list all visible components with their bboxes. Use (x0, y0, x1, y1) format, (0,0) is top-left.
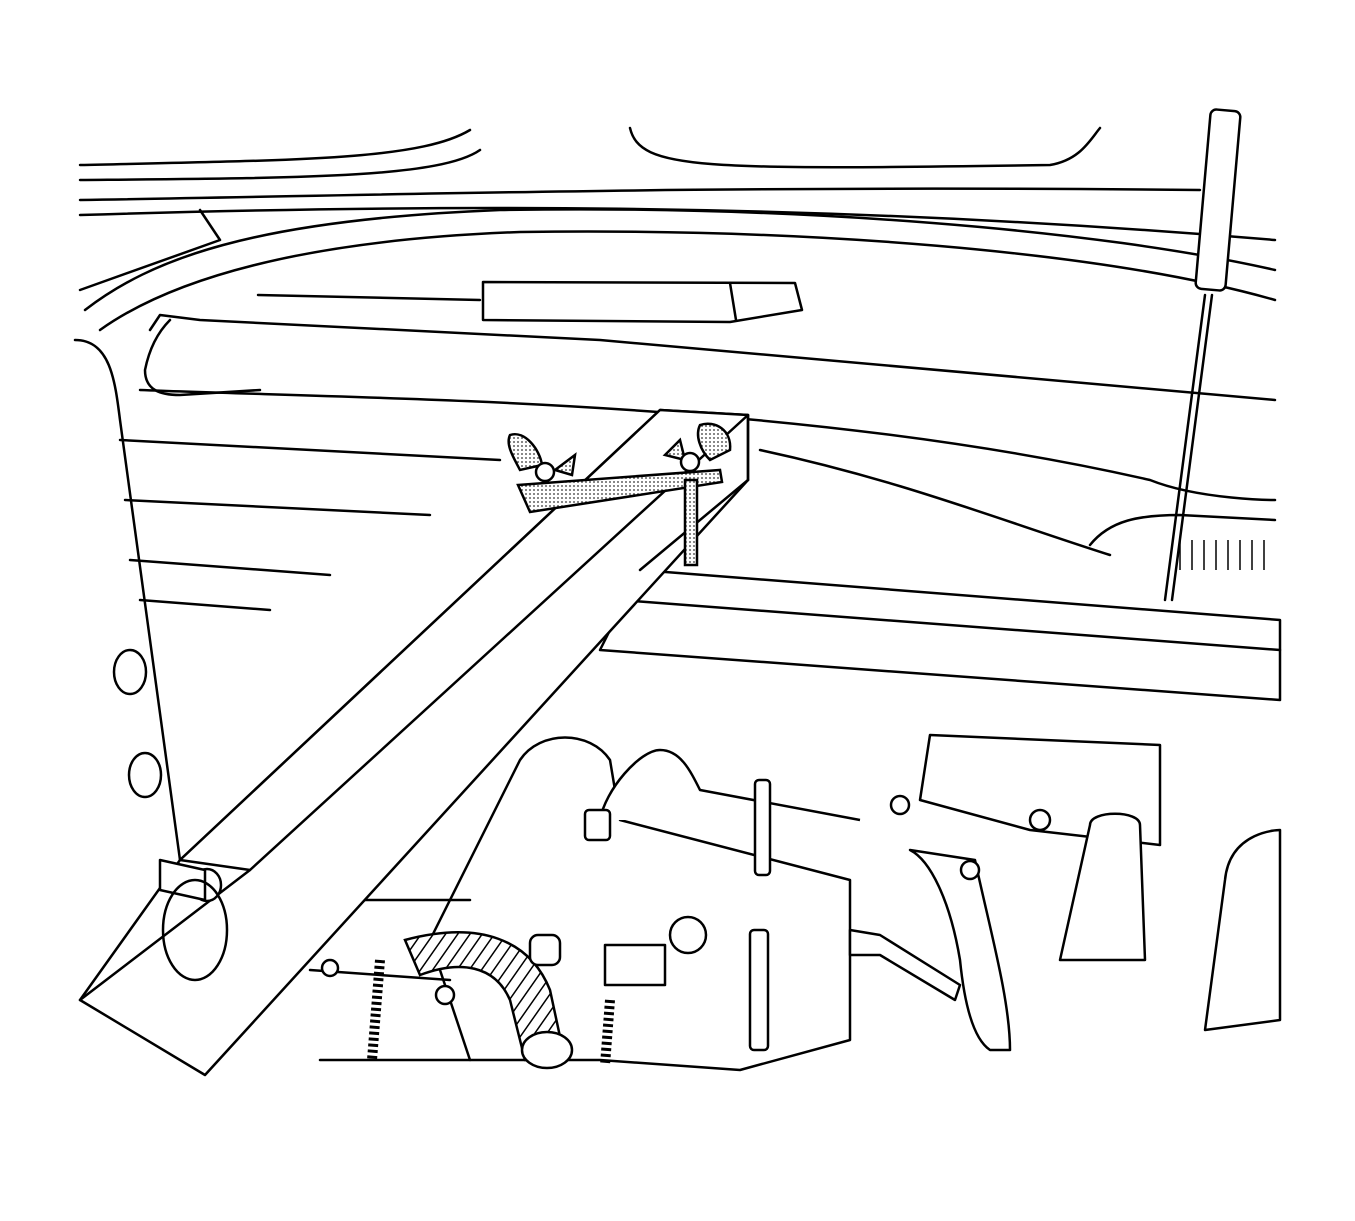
corrugated-hose (403, 931, 574, 1070)
hood-outline (78, 126, 1277, 332)
wing-nut-icon-left (507, 432, 577, 483)
grille-slots (1179, 540, 1265, 570)
hood-strut (1163, 108, 1242, 602)
support-crossbar (598, 568, 1282, 702)
hold-down-bracket (516, 468, 724, 567)
fender-bumpers (112, 648, 163, 799)
wiper-cowl (256, 280, 804, 324)
wire-harness (367, 959, 615, 1066)
hitch-pin-and-ring (158, 858, 229, 982)
body-panel-lines (73, 313, 1277, 862)
support-diagonal-bar (78, 408, 750, 1077)
wing-nut-icon-right (662, 422, 732, 473)
